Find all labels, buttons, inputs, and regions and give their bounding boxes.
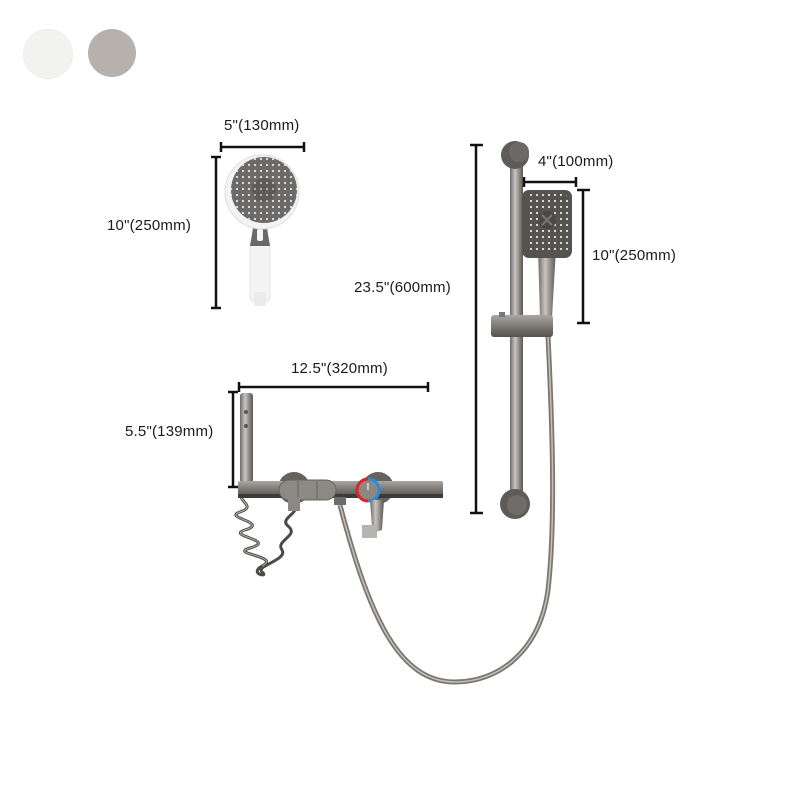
round-handheld-height-label: 10"(250mm) — [107, 217, 192, 234]
mixer-width-label: 12.5"(320mm) — [291, 360, 388, 377]
square-handheld-height-label: 10"(250mm) — [592, 247, 677, 264]
slide-bar-height-label: 23.5"(600mm) — [354, 279, 451, 296]
color-swatch-gray[interactable] — [88, 29, 136, 77]
color-swatch-white[interactable] — [23, 29, 73, 79]
slide-bar-assembly — [337, 141, 572, 685]
dimension-lines-mixer — [228, 382, 430, 489]
round-handheld-width-label: 5"(130mm) — [224, 117, 300, 134]
square-handheld-width-label: 4"(100mm) — [538, 153, 614, 170]
dimension-lines-slide-bar — [470, 143, 590, 515]
dimension-lines-round — [211, 142, 306, 310]
mixer-height-label: 5.5"(139mm) — [125, 423, 214, 440]
thermostatic-mixer — [234, 393, 443, 577]
round-handheld-shower — [224, 154, 300, 306]
